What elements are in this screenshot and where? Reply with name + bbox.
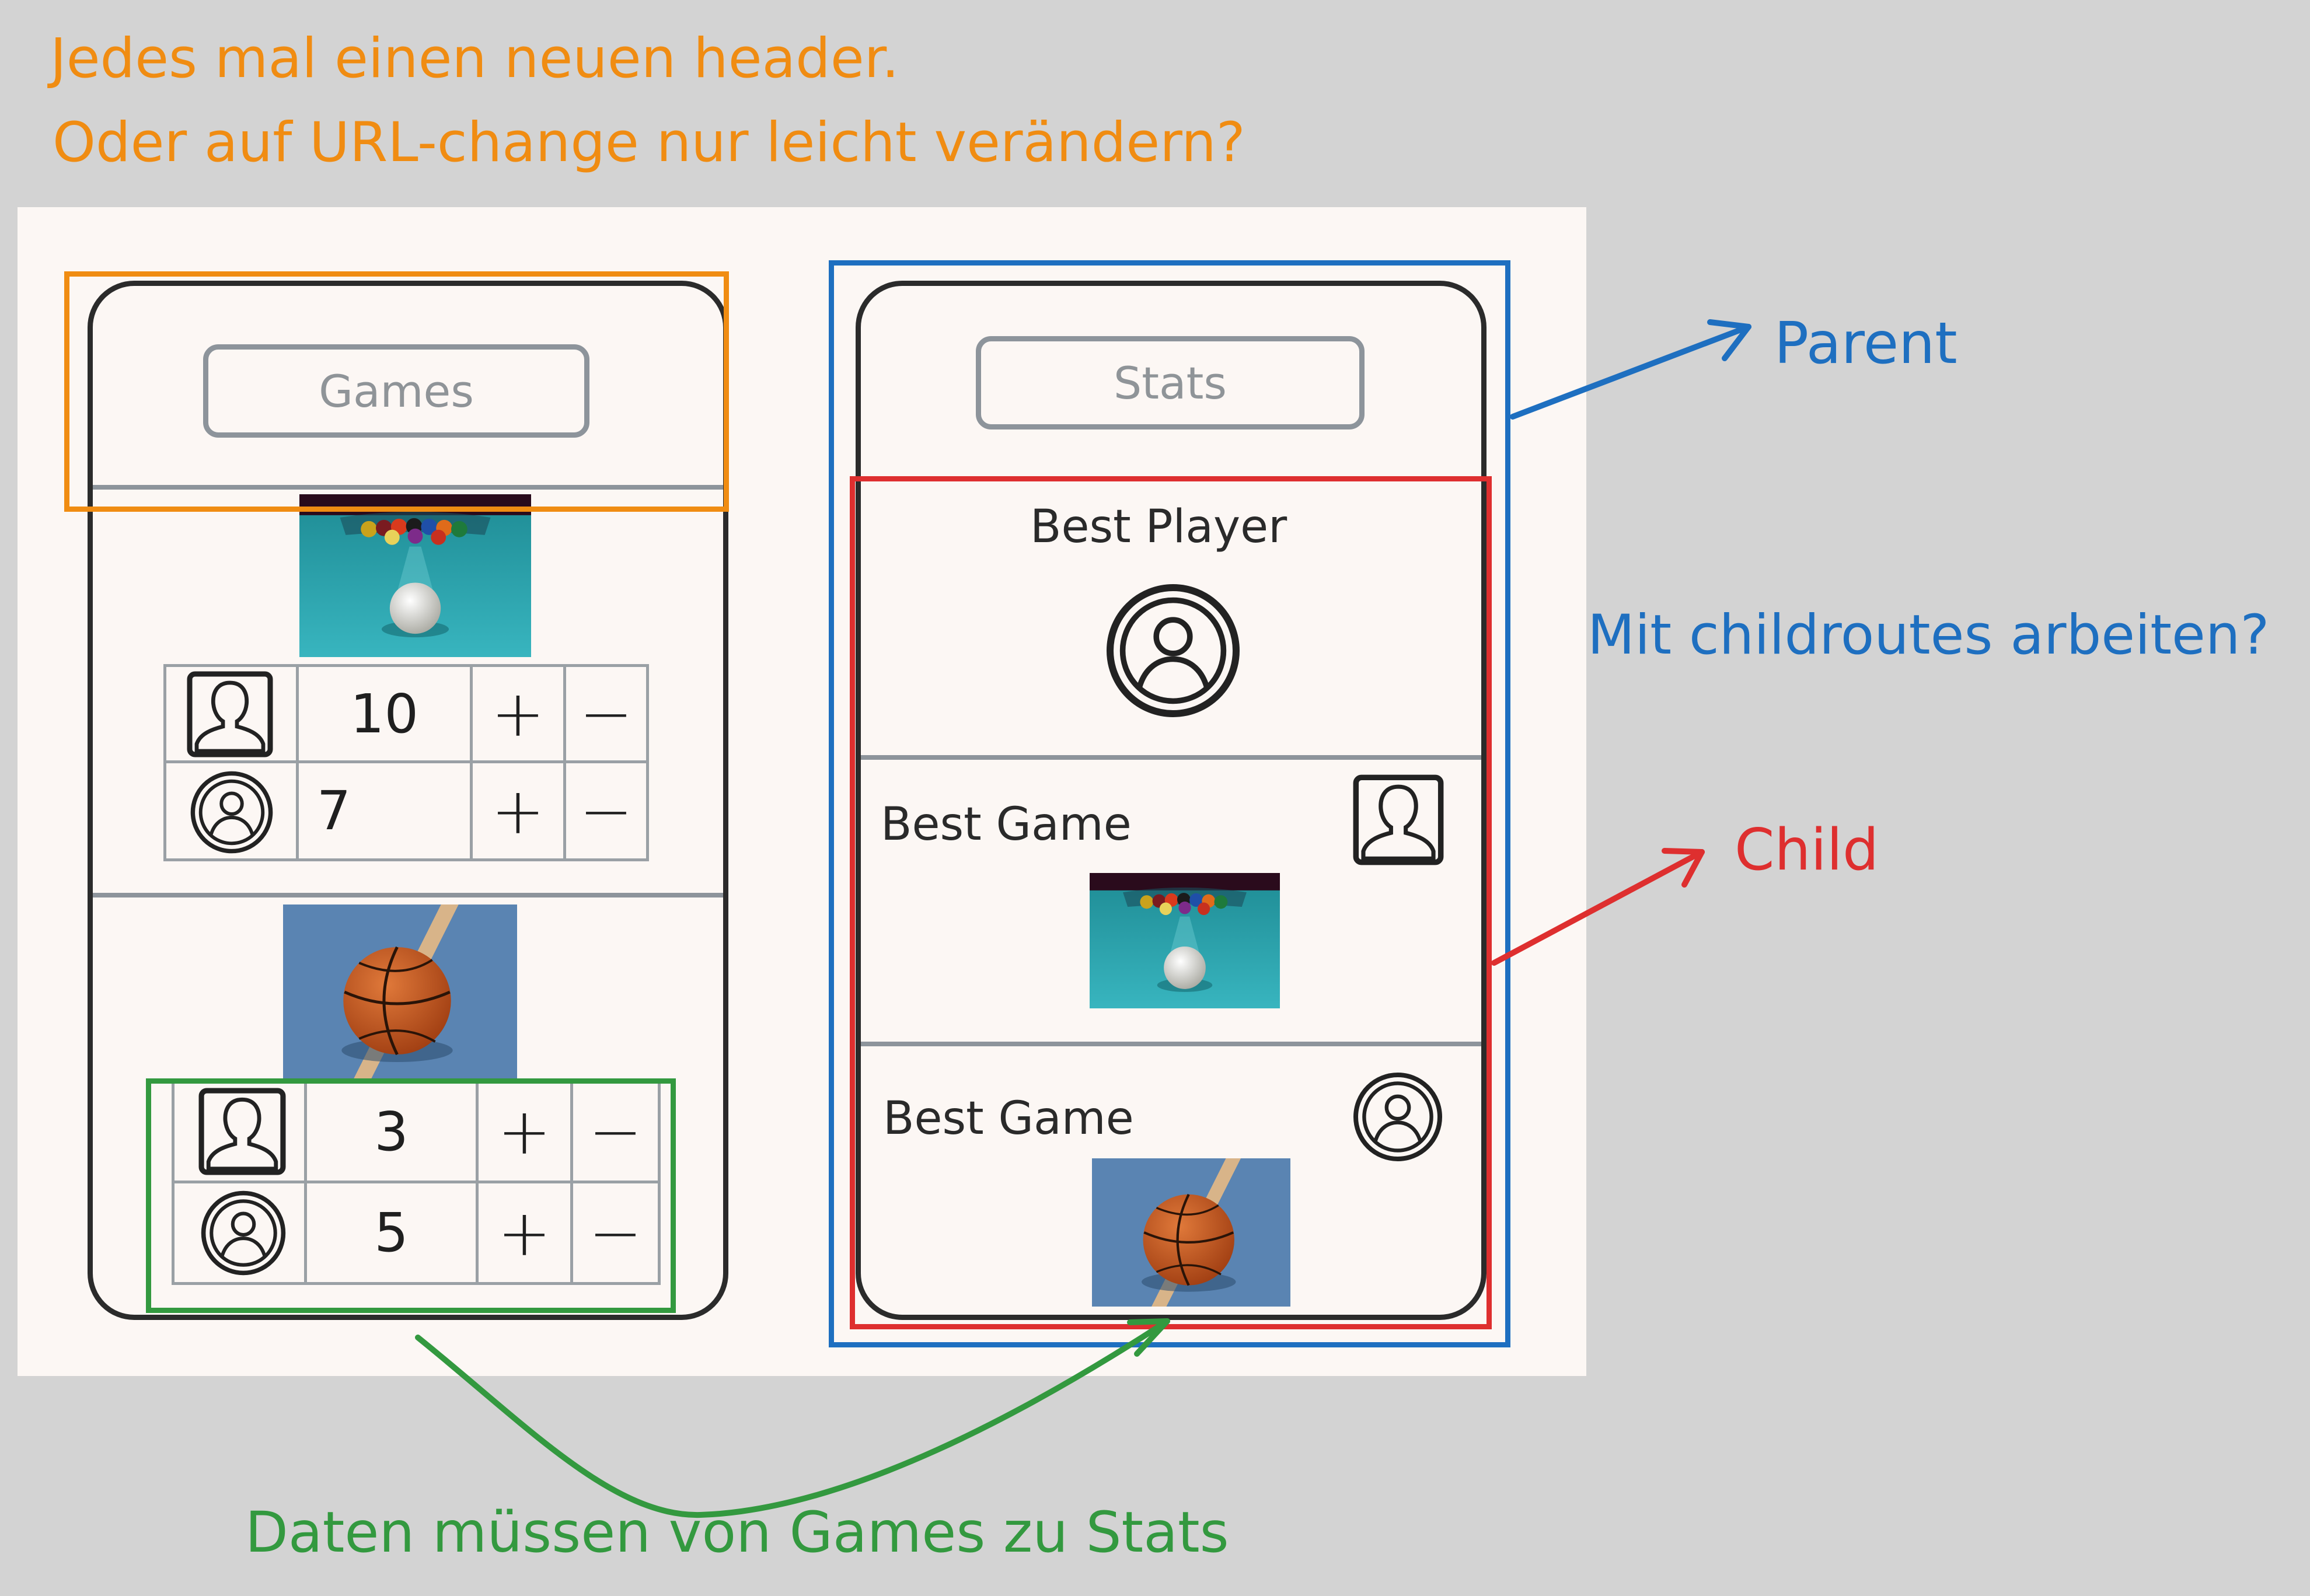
games-phone-mockup: Games 10 + − 7 + − 3 + (88, 281, 728, 1320)
mockup-canvas: Games 10 + − 7 + − 3 + (18, 207, 1586, 1376)
score-value: 3 (374, 1100, 409, 1163)
games-header-button[interactable]: Games (203, 344, 589, 438)
best-game-title: Best Game (881, 798, 1132, 851)
billiards-photo (299, 494, 531, 657)
score-value: 10 (350, 682, 419, 745)
header-highlight-frame (64, 271, 729, 512)
stats-header-button[interactable]: Stats (976, 336, 1365, 429)
child-highlight-frame (850, 476, 1492, 1329)
stats-divider-2 (861, 1042, 1481, 1046)
child-label: Child (1735, 817, 1879, 883)
games-card-divider (93, 893, 723, 897)
person-circle-icon (189, 769, 275, 855)
header-question-line-1: Jedes mal einen neuen header. (50, 27, 899, 90)
childroutes-question: Mit childroutes arbeiten? (1587, 603, 2270, 667)
basketball-photo (283, 904, 517, 1080)
increment-button[interactable]: + (497, 1195, 552, 1270)
stats-phone-mockup: Stats Best Player Best Game Best Game (856, 281, 1487, 1320)
decrement-button[interactable]: − (579, 676, 633, 751)
data-source-highlight-frame (146, 1078, 676, 1313)
increment-button[interactable]: + (491, 773, 545, 848)
stats-divider-1 (861, 755, 1481, 760)
data-flow-note: Daten müssen von Games zu Stats (245, 1500, 1229, 1565)
decrement-button[interactable]: − (588, 1195, 643, 1270)
games-score-table-2: 3 + − 5 + − (172, 1080, 661, 1285)
increment-button[interactable]: + (491, 676, 545, 751)
best-game-title: Best Game (883, 1092, 1134, 1145)
decrement-button[interactable]: − (579, 773, 633, 848)
score-value: 7 (316, 780, 351, 842)
games-header-divider (93, 485, 723, 490)
increment-button[interactable]: + (497, 1094, 552, 1169)
best-player-title: Best Player (1030, 501, 1287, 553)
header-question-line-2: Oder auf URL-change nur leicht verändern… (53, 111, 1245, 174)
parent-label: Parent (1774, 310, 1957, 377)
games-score-table-1: 10 + − 7 + − (163, 664, 649, 861)
decrement-button[interactable]: − (588, 1094, 643, 1169)
person-outline-icon (186, 670, 274, 758)
score-value: 5 (374, 1202, 409, 1264)
